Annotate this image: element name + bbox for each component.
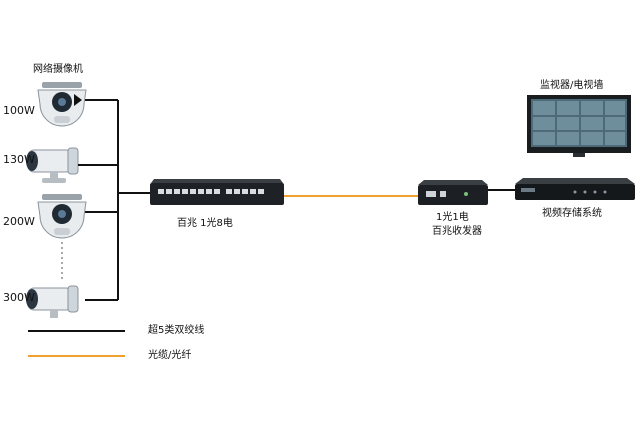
dome-camera-icon [37, 194, 87, 239]
network-switch-icon [150, 179, 284, 205]
legend-label-fiber: 光缆/光纤 [148, 350, 192, 361]
camera-watt-label: 300W [3, 291, 35, 304]
media-converter-icon [418, 180, 488, 205]
dome-camera-icon [37, 82, 87, 127]
bullet-camera-icon [26, 285, 79, 318]
nvr-recorder-icon [515, 178, 635, 200]
twisted-pair-cables [85, 99, 515, 301]
monitor-icon [527, 95, 631, 157]
cameras-heading: 网络摄像机 [33, 64, 83, 75]
legend-label-twisted-pair: 超5类双绞线 [148, 325, 205, 336]
camera-watt-label: 130W [3, 153, 35, 166]
camera-watt-label: 100W [3, 104, 35, 117]
connector-icon [74, 94, 82, 106]
monitor-label: 监视器/电视墙 [540, 80, 604, 91]
bullet-camera-icon [26, 147, 79, 183]
camera-watt-label: 200W [3, 215, 35, 228]
nvr-label: 视频存储系统 [542, 208, 602, 219]
transceiver-label-line1: 1光1电 [436, 212, 469, 223]
switch-label: 百兆 1光8电 [177, 218, 233, 229]
transceiver-label-line2: 百兆收发器 [432, 226, 482, 237]
